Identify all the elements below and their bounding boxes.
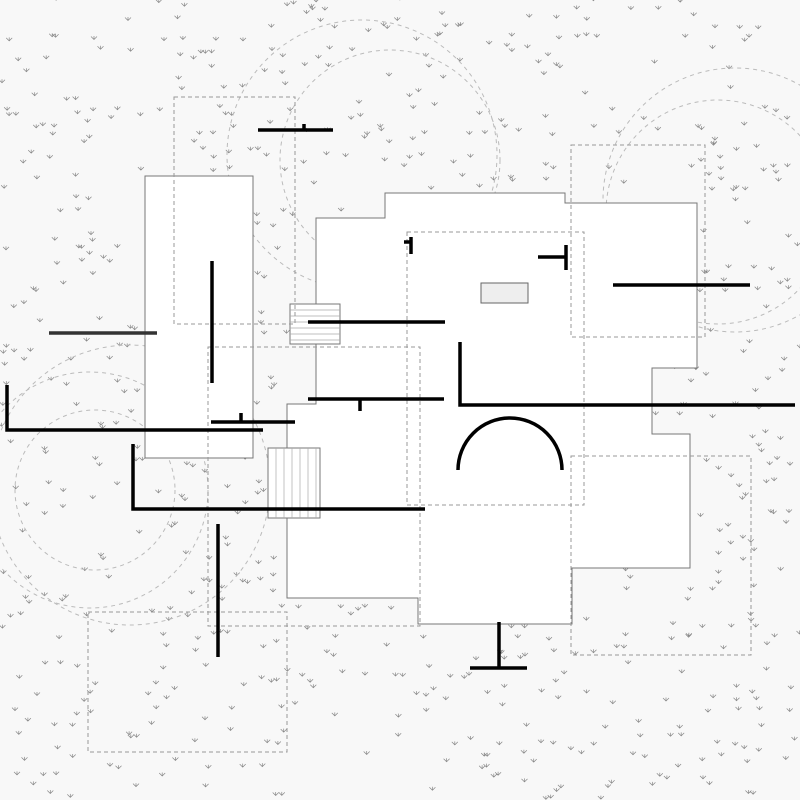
tree-canopy xyxy=(0,371,209,609)
walls xyxy=(5,124,795,670)
zone xyxy=(406,231,585,506)
stair-upper xyxy=(289,303,341,345)
zone xyxy=(570,455,752,656)
arched-wall xyxy=(456,416,564,471)
zone xyxy=(570,144,706,338)
dashed-zones xyxy=(87,96,752,753)
annex-building xyxy=(144,175,254,459)
main-building-outline xyxy=(286,192,698,625)
tree-canopy xyxy=(14,409,176,571)
zone xyxy=(87,611,288,753)
tree-canopy xyxy=(279,49,501,271)
zone xyxy=(173,96,296,325)
stair-lower xyxy=(267,447,321,519)
interior-fixture xyxy=(480,282,529,304)
zone xyxy=(207,346,421,627)
